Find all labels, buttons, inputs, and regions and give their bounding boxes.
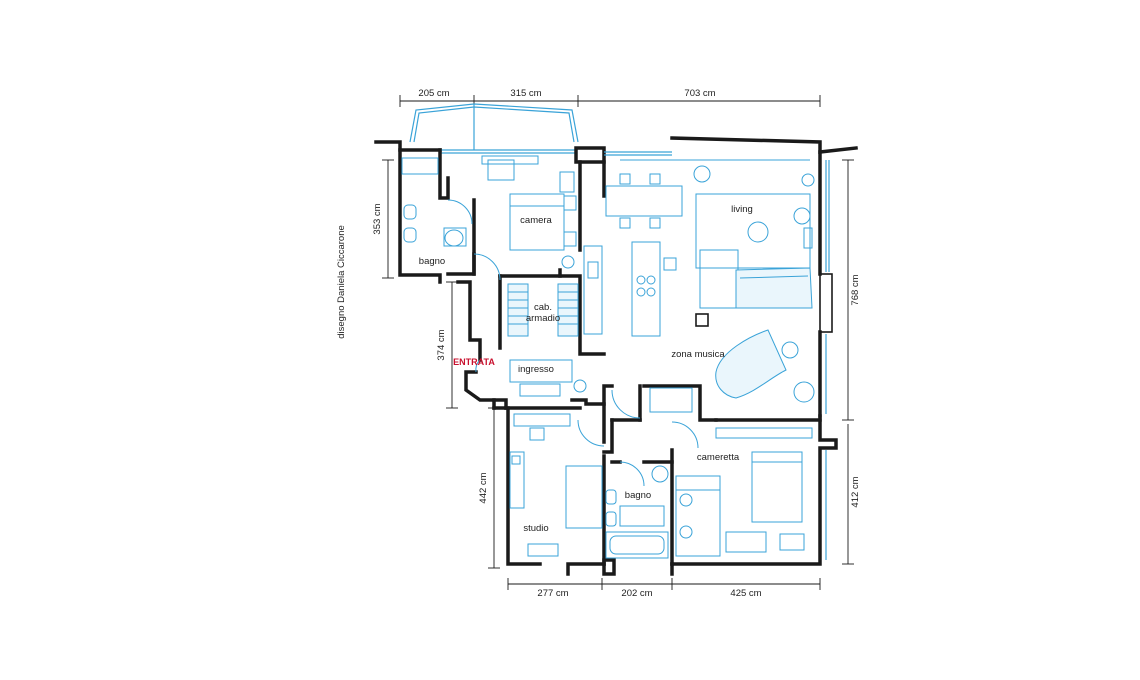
room-label-zona-musica: zona musica <box>671 349 725 360</box>
room-label-studio: studio <box>523 523 548 534</box>
music-area-piano <box>715 329 815 403</box>
designer-credit: disegno Daniela Ciccarone <box>336 225 347 339</box>
room-label-cabina-line1: cab. <box>534 302 552 313</box>
dimension-right-768: 768 cm <box>850 274 861 305</box>
dimension-top-703: 703 cm <box>684 88 715 99</box>
walk-in-closet <box>507 283 579 337</box>
dimension-bottom-277: 277 cm <box>537 588 568 599</box>
dimension-bottom-202: 202 cm <box>621 588 652 599</box>
kids-room-furniture <box>675 427 813 557</box>
room-label-bagno-bottom: bagno <box>625 490 651 501</box>
door-swings <box>447 199 699 487</box>
bottom-dimensions: 277 cm 202 cm 425 cm <box>507 578 821 599</box>
bay-window <box>409 103 579 150</box>
room-label-living: living <box>731 204 753 215</box>
bathroom-bottom-fixtures <box>605 465 669 559</box>
dimension-left-353: 353 cm <box>372 203 383 234</box>
room-label-bagno-top: bagno <box>419 256 445 267</box>
room-labels: bagno camera cab. armadio living zona mu… <box>419 204 753 534</box>
dimension-bottom-425: 425 cm <box>730 588 761 599</box>
entrance-furniture <box>509 359 693 413</box>
kitchen-dining <box>583 165 711 337</box>
dimension-top-205: 205 cm <box>418 88 449 99</box>
living-furniture <box>620 159 815 327</box>
bathroom-top-fixtures <box>401 157 467 247</box>
dimension-left-442: 442 cm <box>478 472 489 503</box>
inner-walls <box>438 148 822 566</box>
outer-walls <box>374 136 858 576</box>
room-label-ingresso: ingresso <box>518 364 554 375</box>
entrance-label: ENTRATA <box>453 357 495 367</box>
dimension-right-412: 412 cm <box>850 476 861 507</box>
top-dimensions: 205 cm 315 cm 703 cm <box>399 88 821 107</box>
dimension-left-374: 374 cm <box>436 329 447 360</box>
dimension-top-315: 315 cm <box>510 88 541 99</box>
bedroom-furniture <box>481 155 577 269</box>
room-label-cabina-line2: armadio <box>526 313 560 324</box>
right-dimensions: 768 cm 412 cm <box>842 159 861 565</box>
room-label-camera: camera <box>520 215 552 226</box>
study-furniture <box>509 413 603 557</box>
left-dimensions: 353 cm 374 cm 442 cm <box>372 159 500 569</box>
room-label-cameretta: cameretta <box>697 452 740 463</box>
